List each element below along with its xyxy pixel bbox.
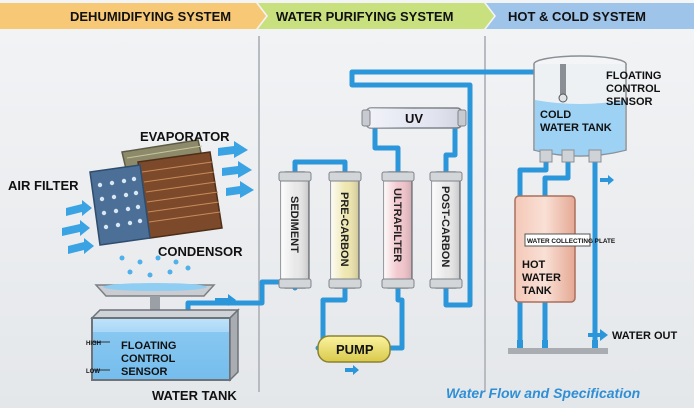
hot-water-tank	[514, 195, 591, 303]
flow-arrow-pump	[345, 365, 359, 375]
level-low-label: LOW	[86, 369, 100, 375]
header-section-purifying	[258, 3, 494, 29]
air-in-arrow-3	[68, 238, 94, 254]
air-in-arrow-2	[62, 220, 90, 236]
outlet-stub-2	[542, 340, 548, 348]
cold-water-tank	[533, 55, 627, 163]
flow-arrow-tank	[215, 294, 236, 306]
ultrafilter	[381, 171, 415, 289]
outlet-stub-1	[517, 340, 523, 348]
cold-tank-label-2: WATER TANK	[540, 122, 612, 134]
header-section-dehumidifying	[0, 3, 266, 29]
cold-sensor-label-1: FLOATING	[606, 70, 661, 82]
hot-tank-label-2: WATER	[522, 272, 561, 284]
ultrafilter-label: ULTRAFILTER	[391, 188, 403, 262]
header-label-hotcold: HOT & COLD SYSTEM	[508, 9, 646, 24]
precarbon-filter	[328, 171, 362, 289]
dehumidifier-unit	[62, 139, 254, 382]
uv-lamp: UV	[361, 107, 467, 129]
condensate-drips	[119, 255, 191, 278]
pipe-cold-to-hot	[542, 157, 571, 199]
air-out-arrow-1	[218, 141, 248, 158]
air-filter-mesh	[97, 176, 143, 230]
pump-label: PUMP	[336, 342, 374, 357]
pipe-pump-to-ultrafilter	[387, 285, 405, 351]
air-out-arrows	[218, 141, 254, 198]
water-out-arrow-icon	[588, 329, 608, 341]
air-out-arrow-2	[222, 161, 252, 178]
air-filter-label: AIR FILTER	[8, 178, 79, 193]
pump: PUMP	[317, 335, 391, 363]
uv-label: UV	[405, 111, 423, 126]
water-tank-fill	[93, 332, 229, 379]
condensor-fins	[141, 161, 221, 223]
tank-sensor-label-2: CONTROL	[121, 353, 176, 365]
sediment-filter	[278, 171, 312, 289]
postcarbon-filter	[429, 171, 463, 289]
water-out-label: WATER OUT	[612, 330, 677, 342]
cold-sensor-label-3: SENSOR	[606, 96, 653, 108]
evaporator-label: EVAPORATOR	[140, 129, 230, 144]
pipe-postcarbon-to-top	[349, 69, 555, 308]
condensor-coil	[137, 151, 223, 239]
header-label-purifying: WATER PURIFYING SYSTEM	[276, 9, 453, 24]
tank-sensor-label-1: FLOATING	[121, 340, 176, 352]
flow-arrow-cold	[600, 175, 614, 185]
air-out-arrow-3	[226, 181, 254, 198]
cold-sensor-label-2: CONTROL	[606, 83, 661, 95]
cold-tank-label-1: COLD	[540, 109, 571, 121]
air-in-arrows	[62, 200, 94, 254]
air-filter-panel	[89, 164, 151, 246]
drip-tray-base	[508, 348, 608, 354]
diagram-labels: EVAPORATOR AIR FILTER CONDENSOR WATER TA…	[8, 70, 677, 403]
air-in-arrow-1	[66, 200, 92, 216]
header-label-dehumidifying: DEHUMIDIFYING SYSTEM	[70, 9, 231, 24]
pipe-ultrafilter-to-uv	[372, 115, 401, 175]
hot-tank-label-1: HOT	[522, 259, 546, 271]
water-tank-back	[90, 309, 240, 319]
water-tank-label: WATER TANK	[152, 388, 237, 403]
level-high-label: HIGH	[86, 341, 101, 347]
collecting-plate-label: WATER COLLECTING PLATE	[527, 238, 616, 245]
pipe-uv-to-postcarbon	[443, 115, 458, 175]
sediment-label: SEDIMENT	[288, 196, 300, 253]
tank-sensor-label-3: SENSOR	[121, 366, 168, 378]
condensor-label: CONDENSOR	[158, 244, 243, 259]
precarbon-label: PRE-CARBON	[338, 192, 350, 267]
outlet-stub-3	[592, 340, 598, 348]
filter-cartridges: SEDIMENT PRE-CARBON ULTRAFILTER POST-CAR…	[278, 171, 463, 289]
pipe-sediment-to-precarbon	[292, 159, 348, 175]
header-banner: DEHUMIDIFYING SYSTEM WATER PURIFYING SYS…	[0, 3, 694, 29]
postcarbon-label: POST-CARBON	[439, 186, 451, 267]
water-tank-side	[229, 308, 239, 382]
footer-caption: Water Flow and Specification	[446, 385, 640, 401]
water-pipes	[185, 69, 598, 351]
water-out-taps	[508, 340, 608, 354]
drip-tray-water	[103, 283, 207, 291]
hot-tank-label-3: TANK	[522, 285, 552, 297]
tray-stem	[150, 296, 160, 318]
header-section-hotcold	[486, 3, 694, 29]
